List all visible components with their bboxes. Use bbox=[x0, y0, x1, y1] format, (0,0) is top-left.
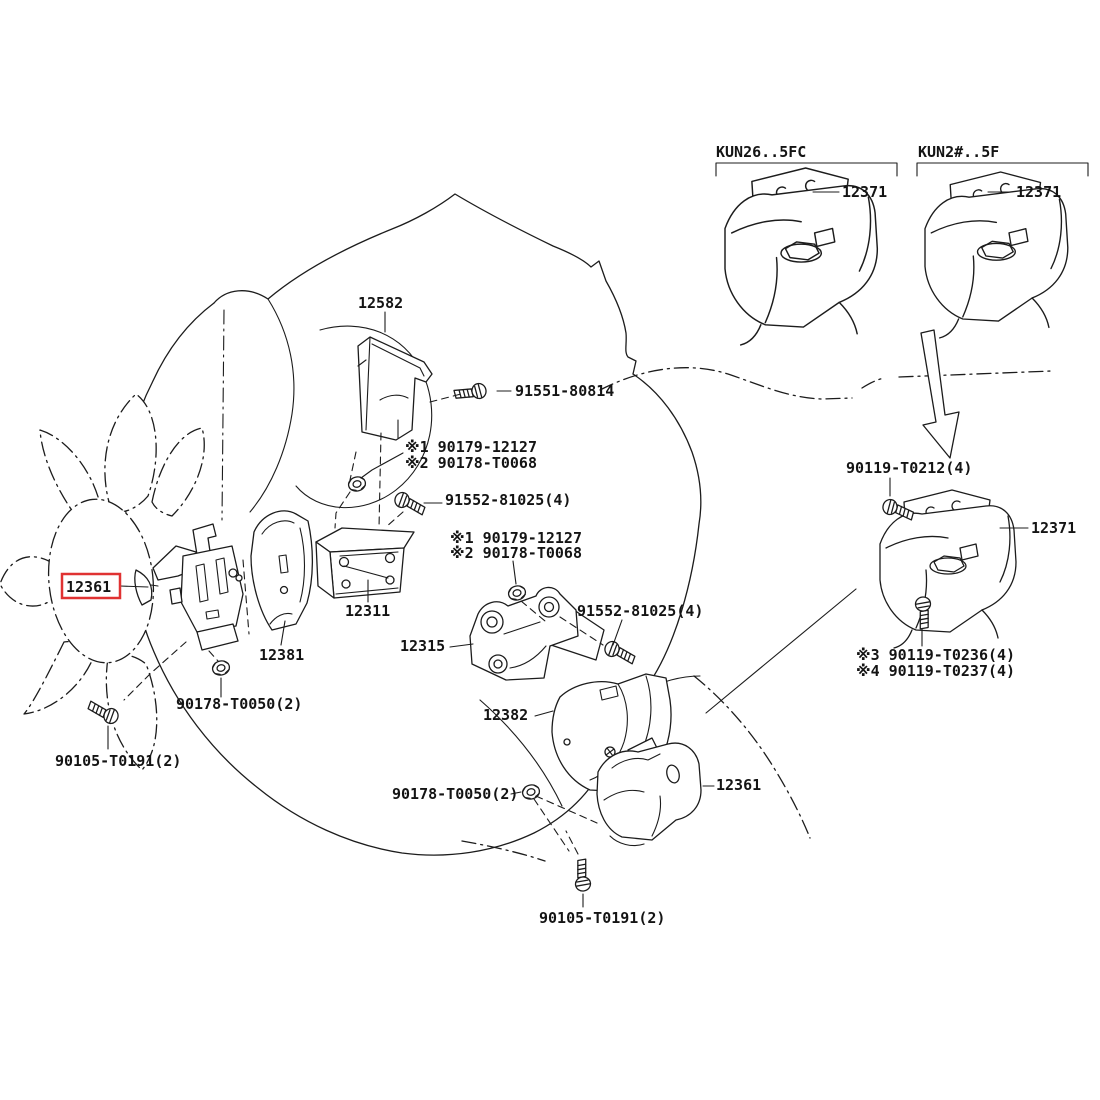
part-label-12311: 12311 bbox=[345, 602, 390, 620]
down-arrow bbox=[920, 329, 960, 459]
bolt-icon-91552-upper bbox=[392, 489, 428, 516]
part-label-12315: 12315 bbox=[400, 637, 445, 655]
part-12361-front-insulator bbox=[152, 523, 244, 651]
inset-code-kun26: KUN26..5FC bbox=[716, 143, 806, 161]
assembly-dashed-lines bbox=[123, 393, 604, 855]
part-label-91551-80814: 91551-80814 bbox=[515, 382, 614, 400]
part-label-90105-T0191-rear: 90105-T0191(2) bbox=[539, 909, 665, 927]
note-label-90178-T0068-a: ※2 90178-T0068 bbox=[405, 454, 537, 472]
part-label-12382: 12382 bbox=[483, 706, 528, 724]
nut-icon-90178-rear bbox=[520, 782, 542, 802]
bolt-icon-91551 bbox=[453, 381, 489, 406]
part-label-90119-T0212: 90119-T0212(4) bbox=[846, 459, 972, 477]
note-label-90178-T0068-b: ※2 90178-T0068 bbox=[450, 544, 582, 562]
part-label-90178-T0050-rear: 90178-T0050(2) bbox=[392, 785, 518, 803]
part-label-12582: 12582 bbox=[358, 294, 403, 312]
part-label-91552-81025-lower: 91552-81025(4) bbox=[577, 602, 703, 620]
bolt-icon-90105-rear bbox=[570, 858, 593, 893]
part-12361-rear-insulator bbox=[596, 737, 702, 847]
part-label-90178-T0050-front: 90178-T0050(2) bbox=[176, 695, 302, 713]
inset-code-kun2: KUN2#..5F bbox=[918, 143, 999, 161]
fan bbox=[0, 393, 205, 771]
part-label-12361-rear: 12361 bbox=[716, 776, 761, 794]
leader-lines bbox=[107, 191, 1029, 908]
part-label-12361-front: 12361 bbox=[66, 578, 111, 596]
part-label-12371-inset2: 12371 bbox=[1016, 183, 1061, 201]
nut-icon-note-b bbox=[506, 583, 528, 603]
part-12315-bracket bbox=[469, 586, 605, 681]
part-label-91552-81025-upper: 91552-81025(4) bbox=[445, 491, 571, 509]
part-label-12371-inset1: 12371 bbox=[842, 183, 887, 201]
part-12582-heat-shield bbox=[357, 336, 433, 441]
part-labels: KUN26..5FC 12371 KUN2#..5F 12371 12582 9… bbox=[55, 143, 1076, 927]
part-label-12381: 12381 bbox=[259, 646, 304, 664]
part-label-12371-right: 12371 bbox=[1031, 519, 1076, 537]
fan-hub bbox=[134, 569, 153, 606]
nut-icon-90178-front bbox=[210, 658, 232, 678]
bolt-icon-91552-lower bbox=[602, 638, 638, 665]
part-label-90105-T0191-front: 90105-T0191(2) bbox=[55, 752, 181, 770]
highlight-box-12361 bbox=[60, 572, 122, 600]
note-label-90119-T0236: ※3 90119-T0236(4) bbox=[856, 646, 1015, 664]
note-label-90179-12127-a: ※1 90179-12127 bbox=[405, 438, 537, 456]
part-12381-bracket bbox=[250, 510, 314, 631]
note-label-90119-T0237: ※4 90119-T0237(4) bbox=[856, 662, 1015, 680]
inset-brackets bbox=[715, 162, 1089, 177]
note-label-90179-12127-b: ※1 90179-12127 bbox=[450, 529, 582, 547]
part-12311-bracket bbox=[315, 527, 415, 599]
